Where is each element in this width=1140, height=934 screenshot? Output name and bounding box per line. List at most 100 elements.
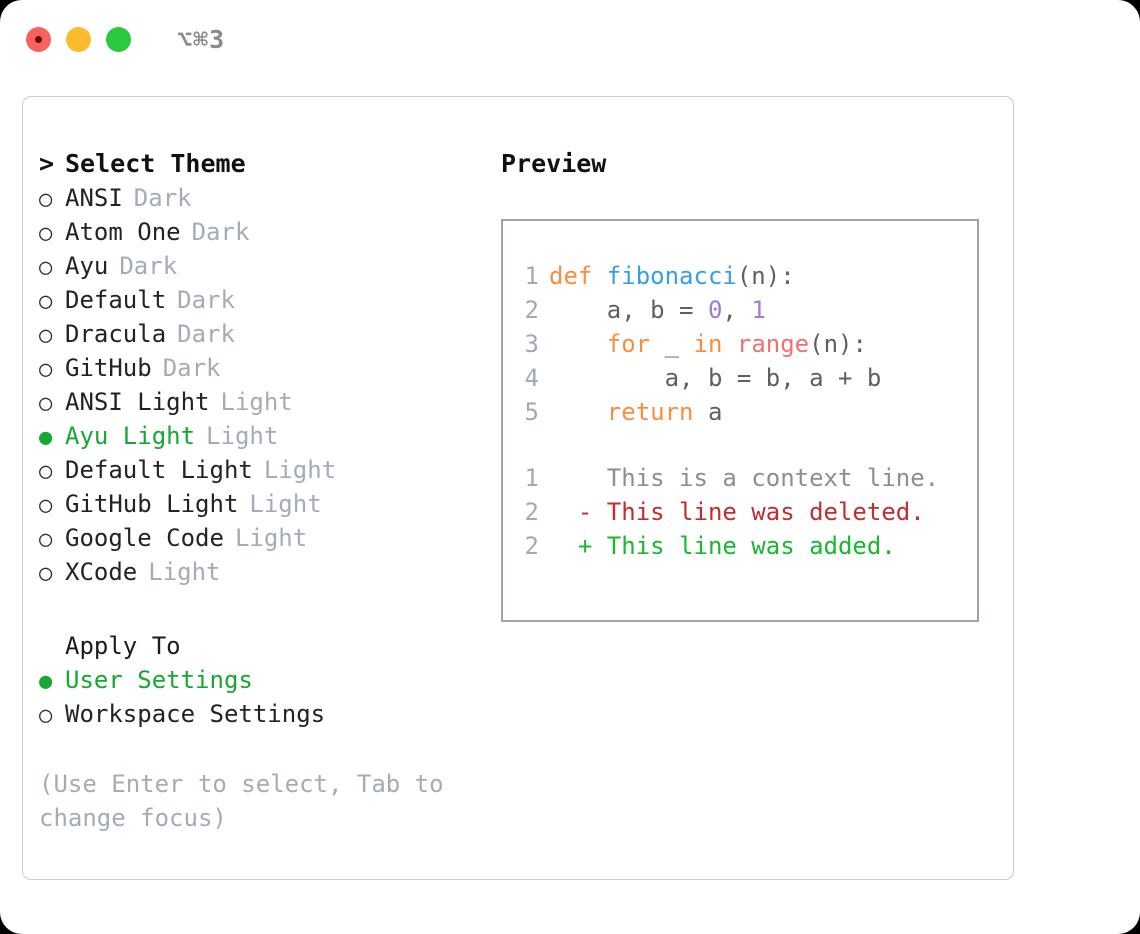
diff-sample: 1 This is a context line. 2 - This line w… <box>503 461 977 563</box>
radio-unselected-icon: ○ <box>39 527 53 552</box>
theme-variant-tag: Light <box>148 558 221 586</box>
code-token: fibonacci <box>606 262 737 290</box>
theme-option-ansi[interactable]: ○ ANSI Dark <box>39 181 489 215</box>
diff-line-add: 2 + This line was added. <box>503 529 977 563</box>
code-line: 1 def fibonacci(n): <box>503 259 977 293</box>
code-token: 1 <box>751 296 766 324</box>
apply-to-option-workspace-settings[interactable]: ○Workspace Settings <box>39 697 489 731</box>
theme-variant-tag: Dark <box>133 184 192 212</box>
theme-option-github-light[interactable]: ○ GitHub Light Light <box>39 487 489 521</box>
radio-unselected-icon: ○ <box>39 255 53 280</box>
radio-unselected-icon: ○ <box>39 221 53 246</box>
theme-variant-tag: Dark <box>119 252 178 280</box>
theme-list-header-label: Select Theme <box>65 149 246 178</box>
code-token <box>549 398 607 426</box>
radio-unselected-icon: ○ <box>39 459 53 484</box>
theme-option-label: Atom One <box>65 218 181 246</box>
code-token: a <box>693 398 723 426</box>
code-line-content: a, b = b, a + b <box>549 361 882 395</box>
theme-option-label: Ayu Light <box>65 422 196 450</box>
theme-option-label: Google Code <box>65 524 224 552</box>
code-line-number: 2 <box>524 296 539 324</box>
diff-line-del: 2 - This line was deleted. <box>503 495 977 529</box>
theme-variant-tag: Light <box>249 490 322 518</box>
diff-line-number: 2 <box>524 532 539 560</box>
apply-to-title: Apply To <box>65 632 181 660</box>
maximize-button[interactable] <box>106 26 131 52</box>
theme-option-google-code[interactable]: ○ Google Code Light <box>39 521 489 555</box>
theme-option-label: Default Light <box>65 456 253 484</box>
preview-title: Preview <box>501 149 607 178</box>
code-token: , <box>722 296 752 324</box>
radio-unselected-icon: ○ <box>39 187 53 212</box>
title-bar: ⌥⌘3 <box>0 0 1140 78</box>
close-button[interactable] <box>26 26 51 52</box>
code-line-content: return a <box>549 395 723 429</box>
radio-selected-icon: ● <box>39 425 53 450</box>
code-line: 5 return a <box>503 395 977 429</box>
radio-unselected-icon: ○ <box>39 289 53 314</box>
code-line: 3 for _ in range(n): <box>503 327 977 361</box>
apply-to-option-label: User Settings <box>65 666 253 694</box>
theme-variant-tag: Light <box>220 388 293 416</box>
diff-line-content: + This line was added. <box>549 532 896 560</box>
theme-variant-tag: Light <box>206 422 279 450</box>
code-line-content: def fibonacci(n): <box>549 259 795 293</box>
diff-line-number: 1 <box>524 464 539 492</box>
theme-option-label: Ayu <box>65 252 109 280</box>
code-token: def <box>549 262 607 290</box>
diff-line-number: 2 <box>524 498 539 526</box>
radio-unselected-icon: ○ <box>39 561 53 586</box>
theme-option-default-light[interactable]: ○ Default Light Light <box>39 453 489 487</box>
theme-option-label: GitHub Light <box>65 490 239 518</box>
diff-line-content: - This line was deleted. <box>549 498 925 526</box>
caret-icon: > <box>39 149 55 178</box>
theme-option-ayu[interactable]: ○ Ayu Dark <box>39 249 489 283</box>
theme-option-ayu-light[interactable]: ● Ayu Light Light <box>39 419 489 453</box>
code-line-number: 1 <box>524 262 539 290</box>
theme-variant-tag: Light <box>234 524 308 552</box>
apply-to-option-user-settings[interactable]: ● User Settings <box>39 663 489 697</box>
theme-variant-tag: Dark <box>177 320 235 348</box>
keyboard-hint: (Use Enter to select, Tab to change focu… <box>39 770 444 832</box>
radio-unselected-icon: ○ <box>39 323 53 348</box>
code-token: return <box>606 398 694 426</box>
section-spacer <box>39 589 489 629</box>
radio-unselected-icon: ○ <box>39 493 53 518</box>
code-line: 4 a, b = b, a + b <box>503 361 977 395</box>
theme-option-label: GitHub <box>65 354 152 382</box>
code-token: a, b = b, a + b <box>549 364 882 392</box>
theme-option-dracula[interactable]: ○ Dracula Dark <box>39 317 489 351</box>
keyboard-shortcut-label: ⌥⌘3 <box>177 24 226 54</box>
code-token: in <box>693 330 723 358</box>
code-token <box>549 330 607 358</box>
radio-unselected-icon: ○ <box>39 391 53 416</box>
code-token: _ <box>650 330 694 358</box>
radio-unselected-icon: ○ <box>39 357 53 382</box>
code-token: range <box>736 330 810 358</box>
theme-option-label: ANSI <box>65 184 123 212</box>
theme-variant-tag: Dark <box>177 286 235 314</box>
diff-line-content: This is a context line. <box>549 464 940 492</box>
code-line-number: 4 <box>524 364 539 392</box>
code-line: 2 a, b = 0, 1 <box>503 293 977 327</box>
code-token <box>722 330 736 358</box>
radio-selected-icon: ● <box>39 669 53 694</box>
theme-option-label: Dracula <box>65 320 167 348</box>
code-line-content: a, b = 0, 1 <box>549 293 766 327</box>
code-token: a, b = <box>549 296 708 324</box>
code-token: for <box>606 330 651 358</box>
minimize-button[interactable] <box>66 26 91 52</box>
theme-variant-tag: Light <box>263 456 337 484</box>
